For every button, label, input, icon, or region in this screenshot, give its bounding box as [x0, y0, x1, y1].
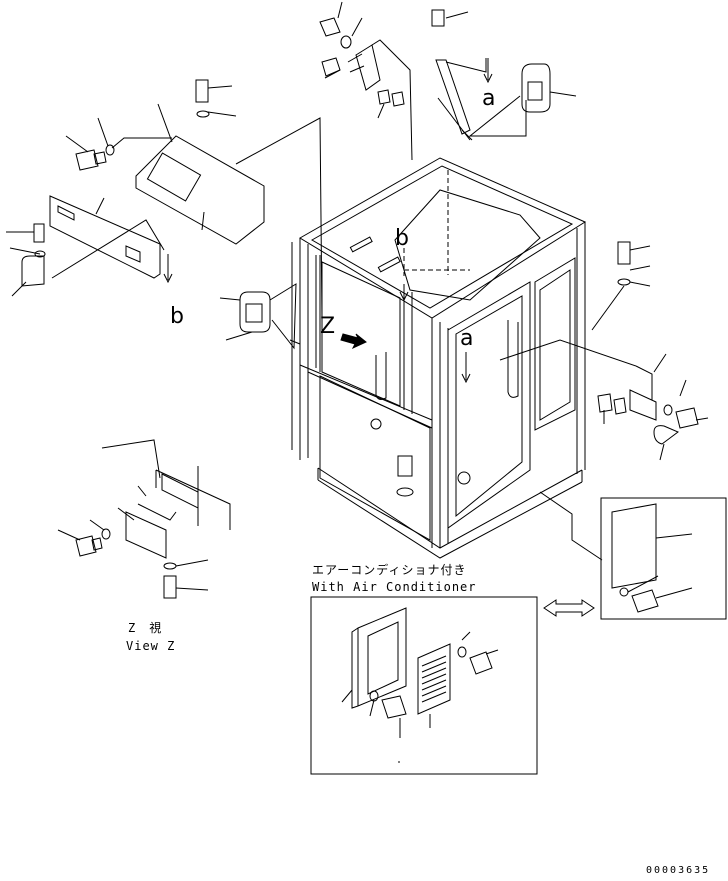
reference-a-cab: a — [460, 326, 474, 351]
arrow-b-cab — [399, 284, 409, 302]
front-door-glass — [455, 295, 523, 518]
right-cap — [653, 425, 679, 445]
aircon-caption-en: With Air Conditioner — [312, 580, 477, 594]
arrow-b-left — [163, 254, 173, 284]
upper-small-washer — [105, 144, 115, 156]
roof-panel — [394, 189, 541, 301]
cab-bolt — [397, 455, 413, 477]
aircon-caption-jp: エアーコンディショナ付き — [312, 563, 467, 577]
top-hinge-nuts — [377, 89, 405, 107]
top-link-rod — [435, 59, 471, 141]
cab-front-post — [431, 318, 449, 548]
reference-a-top: a — [482, 86, 496, 111]
left-cover — [21, 255, 45, 287]
roof-slot-1 — [349, 236, 373, 253]
right-hinge-group — [499, 241, 709, 461]
upper-bolt — [195, 79, 209, 103]
left-upper-window — [321, 261, 401, 407]
grab-rail-left — [375, 352, 387, 400]
aircon-detail — [310, 596, 538, 775]
right-inset-panel — [611, 503, 657, 589]
aircon-box — [310, 596, 538, 775]
view-z-leaders — [57, 439, 209, 591]
front-door-frame — [447, 281, 531, 529]
right-washer — [617, 278, 631, 286]
upper-hex-bolt — [75, 149, 107, 171]
grab-rail-front — [507, 320, 519, 398]
aircon-washer-1 — [457, 646, 467, 658]
arrow-a-top — [483, 58, 493, 84]
left-leaders — [6, 197, 165, 297]
aircon-bolt-1 — [469, 651, 493, 675]
right-bolt — [617, 241, 631, 265]
upper-leaders — [65, 85, 323, 321]
view-z-panel — [155, 466, 231, 530]
top-hinge-group — [319, 1, 577, 161]
left-mirror — [239, 291, 271, 333]
cab-washer — [396, 487, 414, 497]
right-side-window — [534, 257, 576, 431]
aircon-vent-frame — [351, 607, 407, 709]
cab-base — [317, 467, 583, 559]
view-z-small-washer — [101, 528, 111, 540]
reference-b-left: b — [170, 304, 184, 329]
left-mirror-leaders — [219, 297, 253, 341]
view-z-caption-en: View Z — [126, 639, 176, 653]
left-bolt — [33, 223, 45, 243]
view-z-arrow — [340, 333, 367, 350]
top-hinge-bracket — [347, 44, 381, 91]
aircon-grille — [417, 643, 451, 715]
left-lower-window — [319, 375, 431, 541]
aircon-leaders — [341, 631, 499, 763]
view-z-hex-bolt — [75, 535, 103, 557]
view-z-group — [57, 439, 231, 599]
left-mirror-group — [219, 283, 301, 350]
cab-assembly — [291, 157, 587, 559]
right-nuts — [597, 393, 627, 415]
view-z-bolt — [163, 575, 177, 599]
view-z-bracket — [161, 473, 199, 509]
left-mirror-arm — [269, 283, 301, 350]
top-hinge-washer — [340, 35, 352, 49]
arrow-a-cab — [461, 352, 471, 384]
right-small-washer — [663, 404, 673, 416]
top-hinge-bolt-1 — [319, 17, 341, 37]
latch-leaders — [468, 91, 577, 137]
right-hex-bolt — [675, 407, 699, 429]
cab-bolt-hole — [370, 418, 382, 430]
cab-right-post — [576, 222, 586, 474]
view-z-plate — [125, 503, 177, 559]
left-washer — [34, 250, 46, 258]
hidden-line-b — [403, 248, 470, 276]
view-z-washer — [163, 562, 177, 570]
part-number: 00003635 — [646, 865, 711, 876]
right-hinge-bracket — [629, 365, 657, 421]
right-leaders — [499, 245, 709, 461]
upper-mount-plate — [135, 135, 265, 245]
view-z-letter: Z — [320, 314, 336, 339]
roof-slot-2 — [377, 256, 401, 273]
right-inset-detail — [539, 491, 727, 620]
aircon-bolt-2 — [381, 695, 407, 719]
plate-bracket — [146, 152, 202, 202]
view-z-caption-jp: Z 視 — [128, 621, 163, 635]
top-link-leaders — [445, 11, 487, 141]
top-hinge-leaders — [324, 1, 413, 161]
top-hinge-cap — [321, 57, 341, 77]
right-inset-box — [600, 497, 727, 620]
left-upper-panel-group — [6, 79, 323, 321]
reference-b-center: b — [395, 226, 409, 251]
cab-grommet — [457, 471, 471, 485]
cab-roof — [299, 157, 587, 319]
right-inset-bolt — [631, 589, 659, 613]
right-inset-leaders — [539, 491, 693, 599]
double-arrow — [543, 599, 595, 617]
right-inset-washer — [619, 587, 629, 597]
top-link-bolt — [431, 9, 445, 27]
left-angle-plate — [49, 195, 161, 279]
upper-washer — [196, 110, 210, 118]
cab-roof-inner — [310, 165, 574, 309]
